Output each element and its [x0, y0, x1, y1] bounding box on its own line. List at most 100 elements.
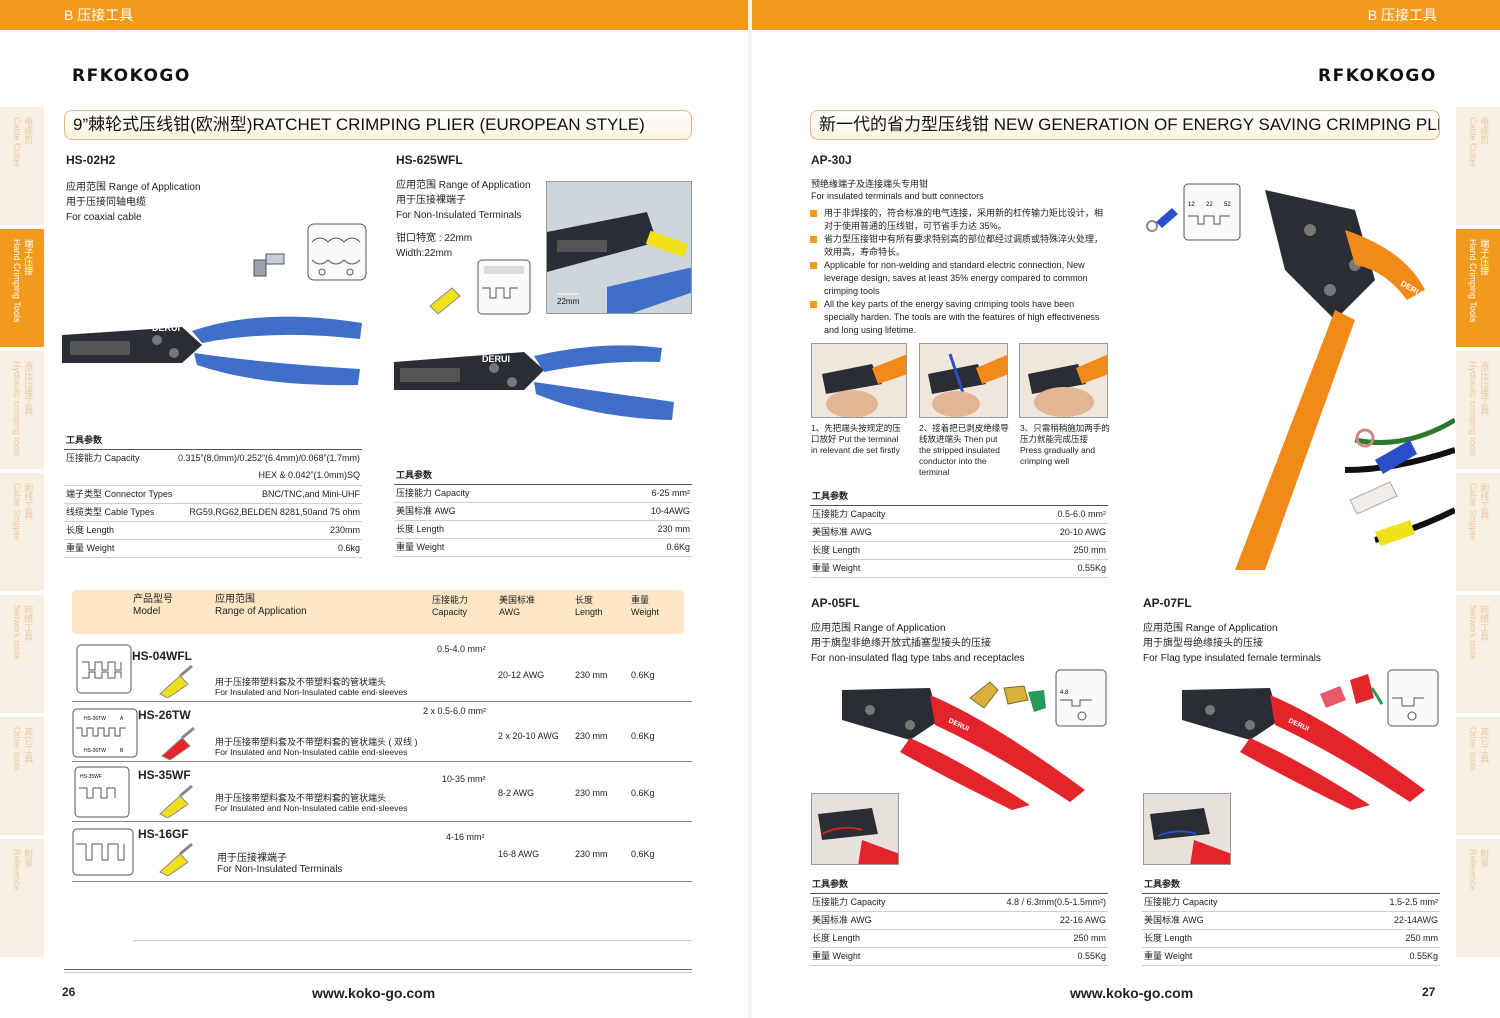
ap30j-plier-image: DERUI	[1235, 190, 1455, 570]
footer-rule-left	[64, 969, 692, 970]
table-row: HS-04WFL 0.5-4.0 mm² 用于压接带塑料套及不带塑料套的管状端头…	[72, 640, 692, 702]
step-caption-3: 3、只需稍稍施加两手的压力就能完成压接 Press gradually and …	[1020, 423, 1110, 466]
ap05fl-spec-head: 工具参数	[810, 877, 1108, 894]
svg-text:HS-35WF: HS-35WF	[80, 774, 102, 780]
brand-logo-left: RFKOKOGO	[72, 66, 191, 86]
svg-text:22: 22	[1206, 202, 1213, 208]
ferrule-yellow-icon-2	[159, 784, 193, 818]
red-flag-terminal-and-die-image	[1320, 669, 1439, 727]
ap30j-model: AP-30J	[811, 153, 852, 167]
ap07fl-line-1: 应用范围 Range of Application	[1143, 623, 1278, 634]
hs625-line-2: 用于压接裸端子	[396, 195, 466, 206]
page-gutter	[748, 0, 752, 1018]
hs625-model: HS-625WFL	[396, 153, 463, 167]
hs625-jaw-en: Width:22mm	[396, 248, 453, 259]
ap30j-spec-head: 工具参数	[810, 489, 1108, 506]
ap30j-bullet-4: All the key parts of the energy saving c…	[810, 298, 1110, 337]
ap07fl-line-2: 用于旗型母绝缘接头的压接	[1143, 638, 1263, 649]
table-row: HS-35WF HS-35WF 10-35 mm² 用于压接带塑料套及不带塑料套…	[72, 762, 692, 822]
header-title-right: B 压接工具	[1367, 7, 1437, 23]
website-link-right[interactable]: www.koko-go.com	[1070, 985, 1194, 1001]
hs35wf-die-icon: HS-35WF	[74, 766, 130, 818]
hs625-plier-image: DERUI	[394, 345, 674, 420]
hs04wfl-die-icon	[76, 644, 132, 694]
header-bar-right: B 压接工具	[752, 0, 1500, 30]
ap30j-intro-en: For insulated terminals and butt connect…	[811, 191, 984, 201]
website-link-left[interactable]: www.koko-go.com	[312, 985, 436, 1001]
page-number-right: 27	[1422, 985, 1436, 999]
ap30j-intro-cn: 预绝缘端子及连接端头专用钳	[811, 179, 929, 189]
hs02h2-plier-image: DERUI	[62, 316, 362, 386]
hs625-jaw-photo-art: 22mm	[547, 212, 691, 313]
ring-terminal-and-die-image: 12 22 52	[1146, 183, 1241, 241]
hs625-photo-label: 22mm	[557, 297, 580, 306]
step-photo-1	[811, 343, 907, 418]
hs02h2-spec-table: 工具参数 压接能力 Capacity 0.315”(8.0mm)/0.252”(…	[64, 433, 362, 558]
product-table-header: 产品型号 Model 应用范围 Range of Application 压接能…	[72, 590, 684, 634]
hs625-spec-head: 工具参数	[394, 468, 692, 485]
hs625-line-3: For Non-Insulated Terminals	[396, 210, 522, 221]
hs625-jaw-cn: 钳口特宽 : 22mm	[396, 233, 473, 244]
hs16gf-die-icon	[72, 828, 134, 876]
hs02h2-plier-brand: DERUI	[152, 323, 180, 333]
left-section-title: 9”棘轮式压线钳(欧洲型)RATCHET CRIMPING PLIER (EUR…	[64, 110, 692, 140]
ap07fl-line-3: For Flag type insulated female terminals	[1143, 653, 1321, 664]
ap05fl-model: AP-05FL	[811, 596, 860, 610]
ap05fl-line-1: 应用范围 Range of Application	[811, 623, 946, 634]
ferrule-red-twin-icon	[161, 726, 195, 760]
table-row: HS-16GF 4-16 mm² 用于压接裸端子 For Non-Insulat…	[72, 822, 692, 882]
hs02h2-spec-row-capacity: 压接能力 Capacity 0.315”(8.0mm)/0.252”(6.4mm…	[64, 450, 362, 486]
ap30j-bullet-2: 省力型压接钳中有所有要求特别高的部位都经过调质或特殊淬火处理，效用高，寿命特长。	[810, 233, 1110, 259]
svg-text:A: A	[120, 716, 124, 722]
step-photo-2	[919, 343, 1008, 418]
hs02h2-line-3: For coaxial cable	[66, 212, 142, 223]
header-title-left: B 压接工具	[64, 7, 134, 23]
svg-text:4.8: 4.8	[1060, 690, 1069, 696]
step-photo-3	[1019, 343, 1108, 418]
ferrule-and-die-image	[429, 259, 531, 315]
ap30j-bullet-1: 用于非焊接的，符合标准的电气连接，采用新的杠传输力矩比设计，相对于使用普通的压线…	[810, 207, 1110, 233]
page-number-left: 26	[62, 985, 76, 999]
ap05fl-detail-photo	[811, 793, 899, 865]
svg-text:B: B	[120, 748, 124, 754]
hs625-plier-brand: DERUI	[482, 354, 510, 364]
ap05fl-line-3: For non-insulated flag type tabs and rec…	[811, 653, 1025, 664]
ap07fl-plier-image: DERUI	[1182, 688, 1425, 810]
hs02h2-line-2: 用于压接同轴电缆	[66, 197, 146, 208]
step-caption-2: 2、接着把已剥皮绝缘导线放进端头 Then put the stripped i…	[919, 423, 1009, 477]
